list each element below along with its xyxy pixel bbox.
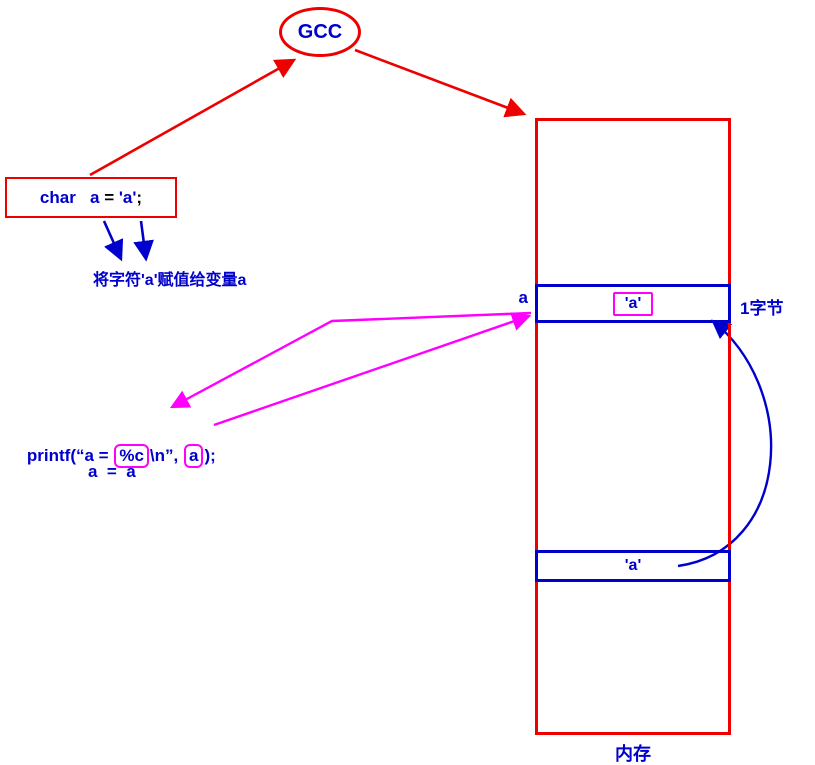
memory-cell-row: 'a': [535, 284, 731, 323]
byte-size-label: 1字节: [740, 299, 784, 318]
code-variable: a: [90, 187, 100, 207]
arrow-code-to-annotation-1: [102, 220, 124, 262]
output-line: a = a: [88, 462, 136, 481]
printf-pre: printf(“a =: [26, 446, 114, 465]
code-value: 'a': [118, 187, 137, 207]
code-equals: =: [99, 187, 119, 207]
printf-arg-box: a: [183, 444, 204, 468]
assignment-annotation: 将字符'a'赋值给变量a: [93, 272, 247, 289]
printf-post: );: [204, 446, 216, 465]
memory-bottom-row: 'a': [535, 550, 731, 582]
gcc-node: GCC: [279, 7, 361, 57]
memory-bottom-value: 'a': [624, 557, 642, 574]
arrow-code-to-gcc: [89, 58, 297, 177]
memory-rectangle: [535, 118, 731, 735]
printf-mid: \n”,: [149, 446, 183, 465]
arrow-memory-to-format: [169, 311, 532, 409]
memory-cell-value-box: 'a': [612, 291, 654, 316]
code-space: [76, 188, 90, 208]
arrow-gcc-to-memory: [354, 48, 527, 118]
memory-cell-var-label: a: [518, 288, 528, 307]
printf-format-box: %c: [114, 444, 149, 468]
code-semicolon: ;: [136, 187, 143, 207]
gcc-label: GCC: [297, 20, 343, 43]
source-code-box: char a = 'a' ;: [5, 177, 177, 218]
code-keyword: char: [39, 187, 76, 207]
arrow-arg-to-memory: [213, 312, 532, 427]
memory-title: 内存: [615, 744, 651, 764]
arrow-code-to-annotation-2: [133, 220, 154, 262]
printf-statement: printf(“a = %c\n”, a);: [8, 424, 216, 488]
